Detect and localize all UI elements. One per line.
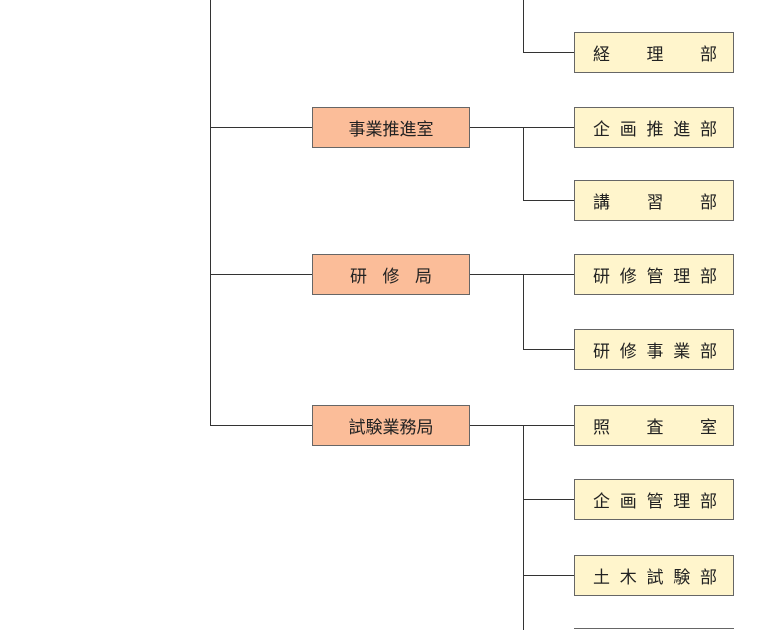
label-char: 進 <box>673 120 691 140</box>
label-char: 修 <box>619 342 637 362</box>
department-box-kikaku-suishin: 企画推進部 <box>574 107 734 148</box>
label-char: 管 <box>646 492 664 512</box>
division-box-jigyo: 事業推進室 <box>312 107 470 148</box>
division-label: 事業推進室 <box>313 115 469 140</box>
department-box-doboku-shiken: 土木試験部 <box>574 555 734 596</box>
label-char: 事 <box>348 120 366 140</box>
label-char: 局 <box>415 267 432 287</box>
label-char: 研 <box>593 267 610 287</box>
department-label: 照査室 <box>593 413 717 438</box>
label-char: 企 <box>593 120 610 140</box>
division-label: 研修局 <box>313 262 469 287</box>
label-char: 理 <box>673 267 691 287</box>
label-char: 土 <box>593 568 610 588</box>
label-char: 研 <box>350 267 367 287</box>
label-char: 験 <box>365 418 383 438</box>
department-label: 企画管理部 <box>593 487 717 512</box>
department-box-kenshu-jigyo: 研修事業部 <box>574 329 734 370</box>
label-char: 推 <box>382 120 400 140</box>
department-label: 講習部 <box>593 188 717 213</box>
department-label: 経理部 <box>593 40 717 65</box>
label-char: 講 <box>593 193 610 213</box>
label-char: 修 <box>382 267 400 287</box>
label-char: 業 <box>673 342 691 362</box>
label-char: 査 <box>646 418 664 438</box>
label-char: 理 <box>673 492 691 512</box>
label-char: 部 <box>700 120 717 140</box>
label-char: 企 <box>593 492 610 512</box>
department-label: 土木試験部 <box>593 563 717 588</box>
label-char: 業 <box>382 418 400 438</box>
label-char: 推 <box>646 120 664 140</box>
label-char: 試 <box>348 418 366 438</box>
label-char: 木 <box>619 568 637 588</box>
department-label: 企画推進部 <box>593 115 717 140</box>
division-label: 試験業務局 <box>313 413 469 438</box>
department-box-koshu: 講習部 <box>574 180 734 221</box>
label-char: 部 <box>700 45 717 65</box>
label-char: 局 <box>416 418 434 438</box>
department-box-kikaku-kanri: 企画管理部 <box>574 479 734 520</box>
label-char: 研 <box>593 342 610 362</box>
department-box-keiri: 経理部 <box>574 32 734 73</box>
department-box-kenshu-kanri: 研修管理部 <box>574 254 734 295</box>
label-char: 管 <box>646 267 664 287</box>
label-char: 画 <box>619 120 637 140</box>
label-char: 務 <box>399 418 417 438</box>
label-char: 習 <box>646 193 664 213</box>
label-char: 業 <box>365 120 383 140</box>
department-box-shosa: 照査室 <box>574 405 734 446</box>
label-char: 部 <box>700 342 717 362</box>
label-char: 照 <box>593 418 610 438</box>
department-label: 研修事業部 <box>593 337 717 362</box>
label-char: 試 <box>646 568 664 588</box>
label-char: 部 <box>700 193 717 213</box>
label-char: 理 <box>646 45 664 65</box>
label-char: 進 <box>399 120 417 140</box>
label-char: 部 <box>700 267 717 287</box>
label-char: 部 <box>700 568 717 588</box>
label-char: 験 <box>673 568 691 588</box>
label-char: 部 <box>700 492 717 512</box>
division-box-shiken: 試験業務局 <box>312 405 470 446</box>
label-char: 画 <box>619 492 637 512</box>
label-char: 修 <box>619 267 637 287</box>
division-box-kenshu: 研修局 <box>312 254 470 295</box>
label-char: 室 <box>416 120 434 140</box>
label-char: 事 <box>646 342 664 362</box>
label-char: 経 <box>593 45 610 65</box>
label-char: 室 <box>700 418 717 438</box>
department-label: 研修管理部 <box>593 262 717 287</box>
